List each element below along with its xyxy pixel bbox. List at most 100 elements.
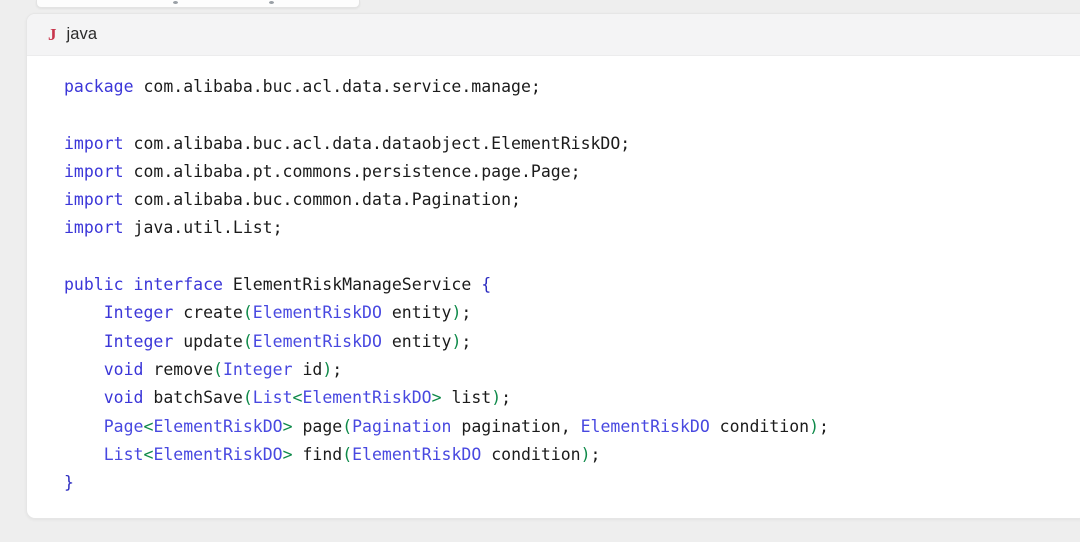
code-token: ; xyxy=(461,331,472,351)
code-token: entity xyxy=(381,331,452,351)
code-token: ( xyxy=(242,388,253,408)
code-token: ( xyxy=(342,416,353,436)
code-token: ) xyxy=(580,444,591,464)
code-token: com.alibaba.pt.commons.persistence.page.… xyxy=(123,161,581,181)
code-token: ElementRiskDO xyxy=(580,416,710,436)
code-token: ElementRiskDO xyxy=(252,331,382,351)
code-token: void xyxy=(103,388,144,408)
line-method-batchsave: void batchSave(List<ElementRiskDO> list)… xyxy=(27,384,1080,412)
code-token: Integer xyxy=(103,331,174,351)
code-token xyxy=(64,388,104,407)
code-token: Page xyxy=(103,416,144,436)
code-token xyxy=(64,445,104,464)
language-label: java xyxy=(66,25,98,43)
code-token: ElementRiskDO xyxy=(352,444,482,464)
line-method-find: List<ElementRiskDO> find(ElementRiskDO c… xyxy=(27,441,1080,469)
code-token: ( xyxy=(242,331,253,351)
line-import-2: import com.alibaba.pt.commons.persistenc… xyxy=(27,158,1080,186)
code-token xyxy=(64,360,104,379)
code-token: pagination, xyxy=(451,416,581,436)
code-token: < xyxy=(143,444,154,464)
line-import-4: import java.util.List; xyxy=(27,214,1080,242)
code-token xyxy=(64,332,104,351)
code-token: ElementRiskDO xyxy=(153,416,283,436)
code-token: remove xyxy=(143,359,214,379)
line-close-brace: } xyxy=(27,469,1080,497)
code-token: ElementRiskDO xyxy=(302,388,432,408)
toolbar-dot-1 xyxy=(173,1,178,4)
code-token: find xyxy=(292,444,343,464)
code-token: ElementRiskDO xyxy=(252,303,382,323)
code-token: list xyxy=(441,388,492,408)
code-token: java.util.List; xyxy=(123,218,283,238)
code-token: ElementRiskDO xyxy=(153,444,283,464)
line-method-update: Integer update(ElementRiskDO entity); xyxy=(27,328,1080,356)
line-interface-decl: public interface ElementRiskManageServic… xyxy=(27,271,1080,299)
code-token: Integer xyxy=(103,303,174,323)
code-token: import xyxy=(64,218,124,238)
toolbar-dot-2 xyxy=(269,1,274,4)
code-token: ) xyxy=(451,303,462,323)
code-token xyxy=(64,303,104,322)
code-content[interactable]: package com.alibaba.buc.acl.data.service… xyxy=(27,56,1080,497)
code-token: Pagination xyxy=(352,416,452,436)
line-method-page: Page<ElementRiskDO> page(Pagination pagi… xyxy=(27,413,1080,441)
line-blank-1 xyxy=(27,101,1080,129)
code-block-header: J java xyxy=(27,14,1080,56)
code-token xyxy=(124,275,134,294)
code-token xyxy=(64,105,74,124)
code-token: import xyxy=(64,161,124,181)
line-package: package com.alibaba.buc.acl.data.service… xyxy=(27,73,1080,101)
code-token: < xyxy=(143,416,154,436)
code-token: ( xyxy=(342,444,353,464)
code-token: com.alibaba.buc.acl.data.service.manage; xyxy=(133,77,541,96)
code-token: ; xyxy=(501,388,512,408)
code-token: public xyxy=(64,275,124,295)
code-token: condition xyxy=(481,444,581,464)
code-token: > xyxy=(431,388,442,408)
code-token: ) xyxy=(809,416,820,436)
code-token: List xyxy=(103,444,144,464)
code-token: { xyxy=(481,275,492,295)
code-token: void xyxy=(103,359,144,379)
code-token: condition xyxy=(709,416,810,436)
code-token: ElementRiskManageService xyxy=(222,275,482,295)
code-token: import xyxy=(64,133,124,153)
code-token: ; xyxy=(819,416,829,436)
code-token: } xyxy=(64,473,74,493)
code-token: ; xyxy=(332,359,343,379)
code-block-card: J java package com.alibaba.buc.acl.data.… xyxy=(26,13,1080,519)
code-token: > xyxy=(282,444,293,464)
line-method-create: Integer create(ElementRiskDO entity); xyxy=(27,299,1080,327)
code-token: ) xyxy=(322,359,333,379)
code-token xyxy=(64,247,74,266)
code-token: < xyxy=(292,388,303,408)
cutoff-toolbar-sliver xyxy=(36,0,360,8)
code-token: create xyxy=(173,303,243,323)
language-badge: J java xyxy=(48,25,97,44)
code-token xyxy=(64,417,104,436)
code-token: import xyxy=(64,190,124,210)
code-token: List xyxy=(252,388,293,408)
java-logo-icon: J xyxy=(48,24,57,44)
code-token: ) xyxy=(451,331,462,351)
code-token: ; xyxy=(461,303,472,323)
code-token: update xyxy=(173,331,243,351)
line-method-remove: void remove(Integer id); xyxy=(27,356,1080,384)
code-token: Integer xyxy=(222,359,293,379)
code-token: > xyxy=(282,416,293,436)
code-token: page xyxy=(292,416,343,436)
code-token: ( xyxy=(213,359,223,379)
code-token: com.alibaba.buc.common.data.Pagination; xyxy=(123,190,521,210)
code-token: id xyxy=(292,359,323,379)
line-import-3: import com.alibaba.buc.common.data.Pagin… xyxy=(27,186,1080,214)
code-token: ) xyxy=(491,388,502,408)
code-token: com.alibaba.buc.acl.data.dataobject.Elem… xyxy=(123,133,631,153)
code-token: batchSave xyxy=(143,388,243,408)
code-token: ( xyxy=(242,303,253,323)
code-token: interface xyxy=(133,275,223,295)
code-token: package xyxy=(64,77,134,96)
line-blank-2 xyxy=(27,243,1080,271)
code-token: ; xyxy=(590,444,601,464)
code-token: entity xyxy=(381,303,452,323)
